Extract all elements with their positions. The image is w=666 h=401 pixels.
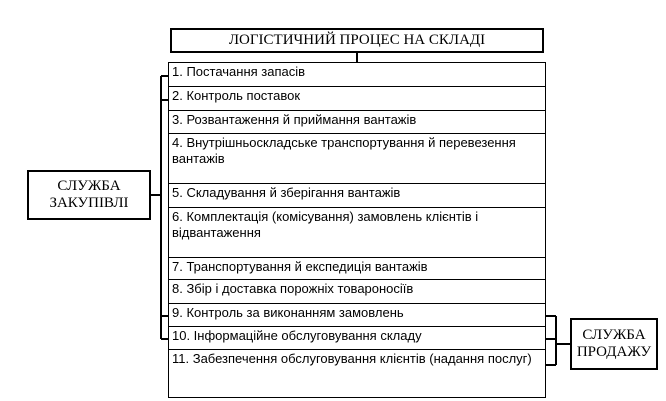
diagram-title: ЛОГІСТИЧНИЙ ПРОЦЕС НА СКЛАДІ <box>170 28 544 53</box>
purchasing-service-line2: ЗАКУПІВЛІ <box>49 195 129 211</box>
process-step-4: 4. Внутрішньоскладське транспортування й… <box>169 134 545 184</box>
process-step-3: 3. Розвантаження й приймання вантажів <box>169 111 545 134</box>
process-step-6: 6. Комплектація (комісування) замовлень … <box>169 208 545 258</box>
process-step-2: 2. Контроль поставок <box>169 87 545 111</box>
process-step-7: 7. Транспортування й експедиція вантажів <box>169 258 545 280</box>
process-step-11: 11. Забезпечення обслуговування клієнтів… <box>172 351 532 366</box>
sales-service-line1: СЛУЖБА <box>582 327 646 343</box>
process-step-9: 9. Контроль за виконанням замовлень <box>169 304 545 327</box>
purchasing-service-box: СЛУЖБА ЗАКУПІВЛІ <box>27 170 151 220</box>
process-step-1: 1. Постачання запасів <box>169 63 545 87</box>
process-step-8: 8. Збір і доставка порожніх товароносіїв <box>169 280 545 304</box>
process-step-5: 5. Складування й зберігання вантажів <box>169 184 545 208</box>
process-step-10: 10. Інформаційне обслуговування складу <box>169 327 545 350</box>
sales-service-box: СЛУЖБА ПРОДАЖУ <box>570 318 658 370</box>
process-steps-list: 1. Постачання запасів 2. Контроль постав… <box>168 62 546 398</box>
sales-service-line2: ПРОДАЖУ <box>576 344 652 360</box>
purchasing-service-line1: СЛУЖБА <box>57 178 121 194</box>
